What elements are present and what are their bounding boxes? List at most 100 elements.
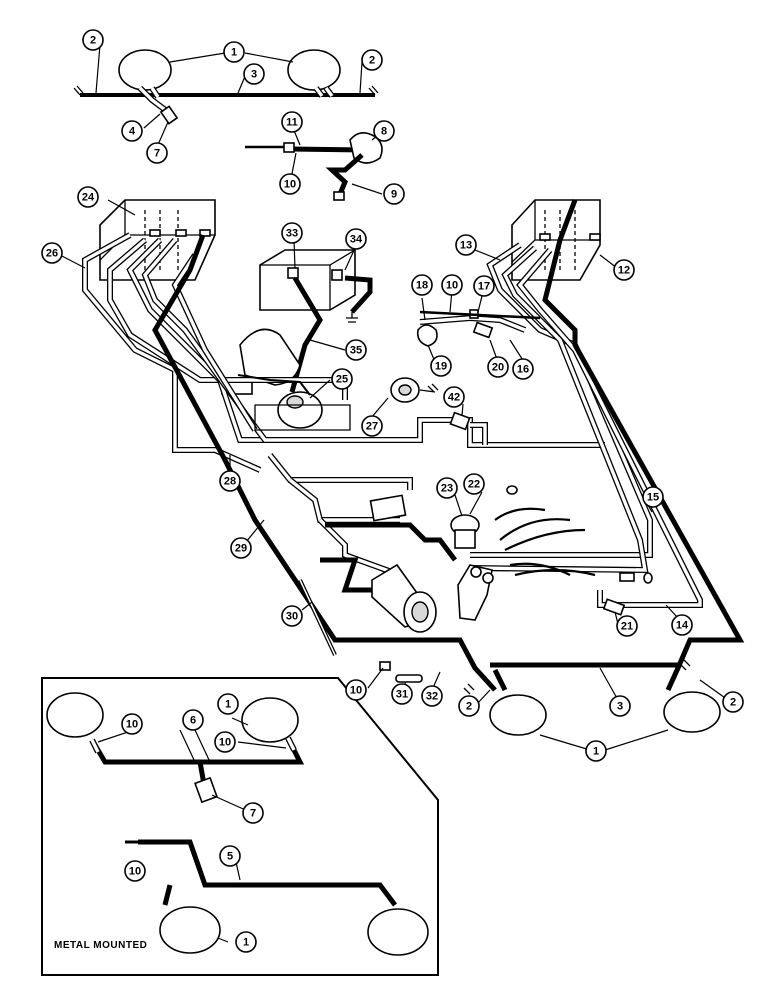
callout-number: 6 [190, 715, 196, 727]
callout-circle [124, 860, 146, 882]
callout-number: 20 [492, 362, 504, 374]
callout-number: 14 [676, 620, 689, 632]
callout-number: 12 [618, 265, 630, 277]
callout-circle [722, 691, 744, 713]
callout-number: 22 [468, 479, 480, 491]
callout-circle [671, 614, 693, 636]
callout-circle [441, 274, 463, 296]
inset-metal-mounted: METAL MOUNTED [41, 677, 439, 976]
callout-c26: 26 [41, 242, 63, 264]
callout-c10c: 10 [345, 679, 367, 701]
callout-circle [361, 415, 383, 437]
callout-c16: 16 [512, 358, 534, 380]
callout-number: 1 [225, 699, 231, 711]
callout-circle [217, 693, 239, 715]
callout-circle [281, 605, 303, 627]
callout-number: 15 [647, 492, 659, 504]
callout-number: 2 [369, 55, 375, 67]
callout-c23: 23 [436, 477, 458, 499]
callout-c1b: 1 [585, 740, 607, 762]
callout-number: 32 [426, 691, 438, 703]
callout-circle [214, 731, 236, 753]
callout-circle [473, 275, 495, 297]
callout-c12: 12 [613, 259, 635, 281]
callout-circle [281, 111, 303, 133]
callout-c32: 32 [421, 685, 443, 707]
callout-number: 18 [416, 280, 428, 292]
callout-c10b: 10 [441, 274, 463, 296]
callout-c2c: 2 [458, 695, 480, 717]
callout-number: 42 [448, 392, 460, 404]
callout-circle [421, 685, 443, 707]
callout-c11: 11 [281, 111, 303, 133]
lamp [489, 694, 547, 736]
callout-circle [182, 709, 204, 731]
callout-c19: 19 [430, 355, 452, 377]
callout-circle [223, 41, 245, 63]
callout-number: 3 [617, 701, 623, 713]
callout-number: 10 [284, 179, 296, 191]
callout-number: 30 [286, 611, 298, 623]
callout-c34: 34 [345, 228, 367, 250]
callout-c10e: 10 [214, 731, 236, 753]
callout-c10d: 10 [121, 713, 143, 735]
callout-number: 19 [435, 361, 447, 373]
callout-c17: 17 [473, 275, 495, 297]
inset-label: METAL MOUNTED [54, 940, 147, 951]
callout-number: 24 [82, 192, 95, 204]
callout-c2d: 2 [722, 691, 744, 713]
callout-c10a: 10 [279, 173, 301, 195]
right-console [511, 199, 601, 281]
callout-circle [279, 173, 301, 195]
callout-circle [345, 339, 367, 361]
callout-c21: 21 [616, 615, 638, 637]
callout-c25: 25 [331, 368, 353, 390]
callout-circle [609, 695, 631, 717]
callout-number: 29 [235, 543, 247, 555]
callout-number: 7 [154, 148, 160, 160]
engine-components [237, 309, 653, 683]
lamp [118, 49, 172, 91]
callout-c29: 29 [230, 537, 252, 559]
connector [159, 105, 179, 125]
callout-circle [77, 186, 99, 208]
callout-number: 8 [381, 126, 387, 138]
callout-number: 7 [250, 808, 256, 820]
callout-c4: 4 [121, 120, 143, 142]
callout-c3a: 3 [243, 63, 265, 85]
callout-circle [458, 695, 480, 717]
callout-c28: 28 [219, 470, 241, 492]
callout-c35: 35 [345, 339, 367, 361]
callout-number: 10 [350, 685, 362, 697]
callout-circle [82, 29, 104, 51]
connector [283, 142, 295, 153]
callout-c27: 27 [361, 415, 383, 437]
callout-number: 10 [126, 719, 138, 731]
callout-number: 1 [243, 937, 249, 949]
callout-number: 2 [466, 701, 472, 713]
callout-number: 34 [350, 234, 363, 246]
callout-number: 27 [366, 421, 378, 433]
callout-c22: 22 [463, 473, 485, 495]
callout-circle [235, 931, 257, 953]
lamp [367, 908, 429, 956]
lamp [241, 697, 299, 743]
callout-circle [487, 356, 509, 378]
callout-c1a: 1 [223, 41, 245, 63]
callout-circle [219, 470, 241, 492]
callout-circle [230, 537, 252, 559]
lamp [159, 906, 221, 954]
callout-number: 31 [396, 689, 408, 701]
callout-circle [121, 713, 143, 735]
callout-circle [613, 259, 635, 281]
callout-c20: 20 [487, 356, 509, 378]
callout-circle [373, 120, 395, 142]
callout-number: 1 [231, 47, 237, 59]
callout-circle [455, 234, 477, 256]
callout-circle [121, 120, 143, 142]
ground-harness [152, 199, 745, 692]
callout-circle [281, 222, 303, 244]
wire-11-assembly [245, 127, 384, 201]
